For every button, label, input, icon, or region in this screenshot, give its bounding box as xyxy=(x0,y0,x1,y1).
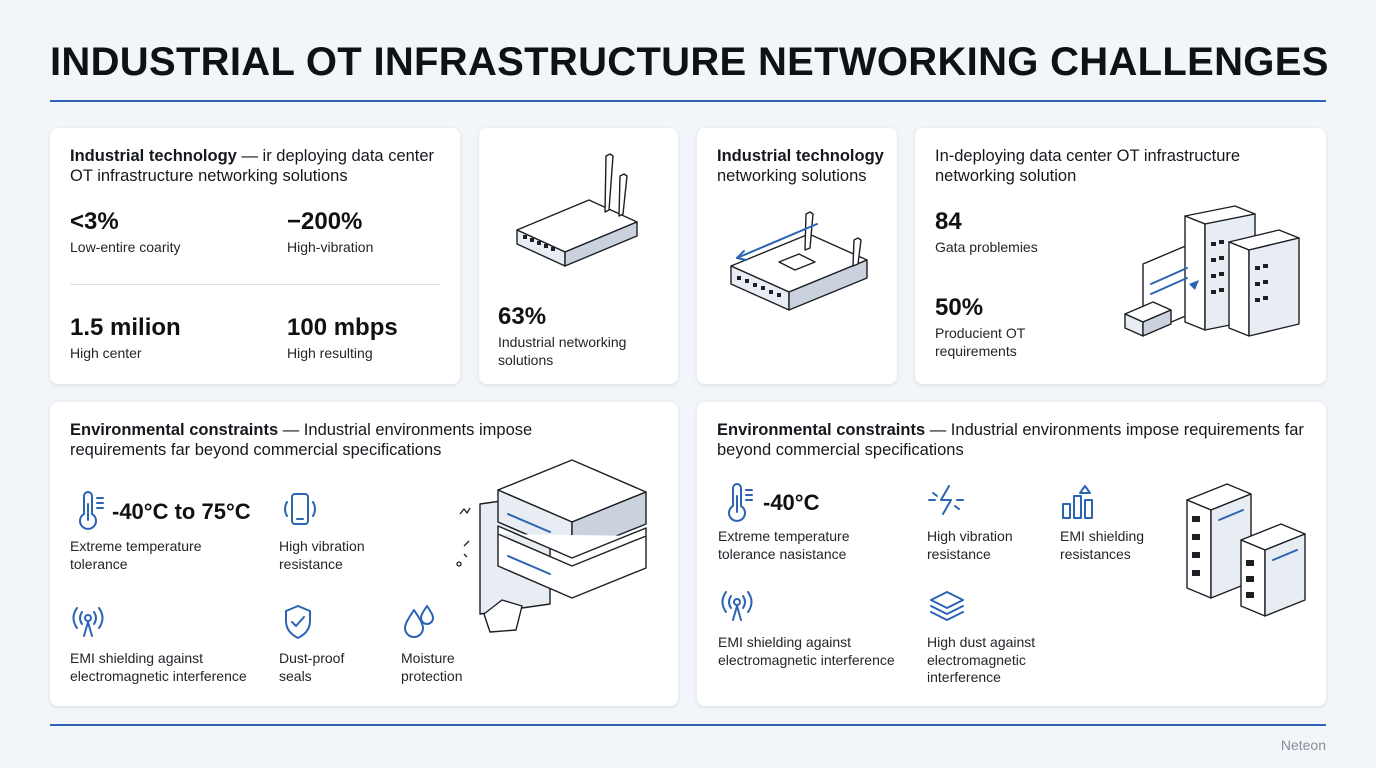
stat-label: High resulting xyxy=(287,345,373,361)
stat-value: −200% xyxy=(287,208,363,235)
wifi-router-illustration xyxy=(516,153,638,267)
vibrating-phone-icon xyxy=(284,493,316,525)
stat-label: Producient OT requirements xyxy=(935,325,1026,359)
footer-brand: Neteon xyxy=(1280,737,1326,753)
water-drops-icon xyxy=(404,605,434,638)
shield-check-icon xyxy=(285,605,311,639)
stacked-hardware-illustration xyxy=(456,459,647,633)
env-item-label: Moisture protection xyxy=(401,650,463,684)
environmental-constraints-card-left: Environmental constraints — Industrial e… xyxy=(50,402,678,706)
env-item-label: EMI shielding resistances xyxy=(1060,528,1145,562)
lightning-icon xyxy=(928,485,964,515)
industrial-switch-illustration xyxy=(1186,483,1306,617)
stat-label: High center xyxy=(70,345,142,361)
card-heading-bold: Industrial technology xyxy=(717,147,884,165)
data-center-card: In-deploying data center OT infrastructu… xyxy=(915,128,1326,384)
env-item-label: High vibration resistance xyxy=(279,538,365,572)
thermometer-icon xyxy=(728,483,753,522)
bar-chart-icon xyxy=(1062,485,1093,519)
thermometer-icon xyxy=(79,491,104,530)
temperature-value: -40°C xyxy=(763,490,820,515)
card-heading-bold: Industrial technology xyxy=(70,147,237,165)
stat-value: 1.5 milion xyxy=(70,314,181,341)
stats-divider xyxy=(70,284,440,285)
stat-label: Gata problemies xyxy=(935,239,1038,255)
card-heading-bold: Environmental constraints xyxy=(70,421,279,439)
temperature-range: -40°C to 75°C xyxy=(112,499,251,524)
layers-icon xyxy=(930,591,964,621)
networking-solutions-card: Industrial technology networking solution… xyxy=(697,128,897,384)
router-card: 63% Industrial networking solutions xyxy=(479,128,678,384)
card-heading: Environmental constraints — Industrial e… xyxy=(70,420,550,460)
stat-value: 50% xyxy=(935,294,984,321)
server-racks-illustration xyxy=(1124,205,1300,337)
env-item-label: EMI shielding against electromagnetic in… xyxy=(718,634,895,668)
card-heading: Environmental constraints — Industrial e… xyxy=(717,420,1307,460)
card-heading: Industrial technology — ir deploying dat… xyxy=(70,146,440,186)
card-heading-bold: Environmental constraints xyxy=(717,421,926,439)
env-item-label: Dust-proof seals xyxy=(279,650,345,684)
environmental-constraints-card-right: Environmental constraints — Industrial e… xyxy=(697,402,1326,706)
env-item-label: Extreme temperature tolerance nasistance xyxy=(718,528,850,562)
stat-value: 63% xyxy=(498,303,547,330)
stat-value: 100 mbps xyxy=(287,314,398,341)
stat-value: <3% xyxy=(70,208,119,235)
env-item-label: Extreme temperature tolerance xyxy=(70,538,202,572)
card-heading-text: networking solutions xyxy=(717,167,867,185)
antenna-signal-icon xyxy=(721,591,753,621)
title-divider xyxy=(50,100,1326,102)
page-title: INDUSTRIAL OT INFRASTRUCTURE NETWORKING … xyxy=(50,40,1329,84)
stat-label: Industrial networking solutions xyxy=(498,334,627,368)
env-item-label: High dust against electromagnetic interf… xyxy=(927,634,1036,685)
stat-value: 84 xyxy=(935,208,962,235)
card-heading: In-deploying data center OT infrastructu… xyxy=(935,147,1241,185)
env-item-label: EMI shielding against electromagnetic in… xyxy=(70,650,247,684)
footer-divider xyxy=(50,724,1326,726)
card-heading: Industrial technology networking solution… xyxy=(717,146,887,186)
stats-card-industrial-technology: Industrial technology — ir deploying dat… xyxy=(50,128,460,384)
card-heading-text: — Industrial environments impose require… xyxy=(70,421,533,459)
env-item-label: High vibration resistance xyxy=(927,528,1013,562)
card-heading-text: — ir deploying data center OT infrastruc… xyxy=(70,147,435,185)
network-switch-illustration xyxy=(730,211,868,311)
card-heading-text: — Industrial environments impose require… xyxy=(717,421,1304,459)
stat-label: High-vibration xyxy=(287,239,374,255)
stat-label: Low-entire coarity xyxy=(70,239,181,255)
antenna-signal-icon xyxy=(72,607,104,637)
